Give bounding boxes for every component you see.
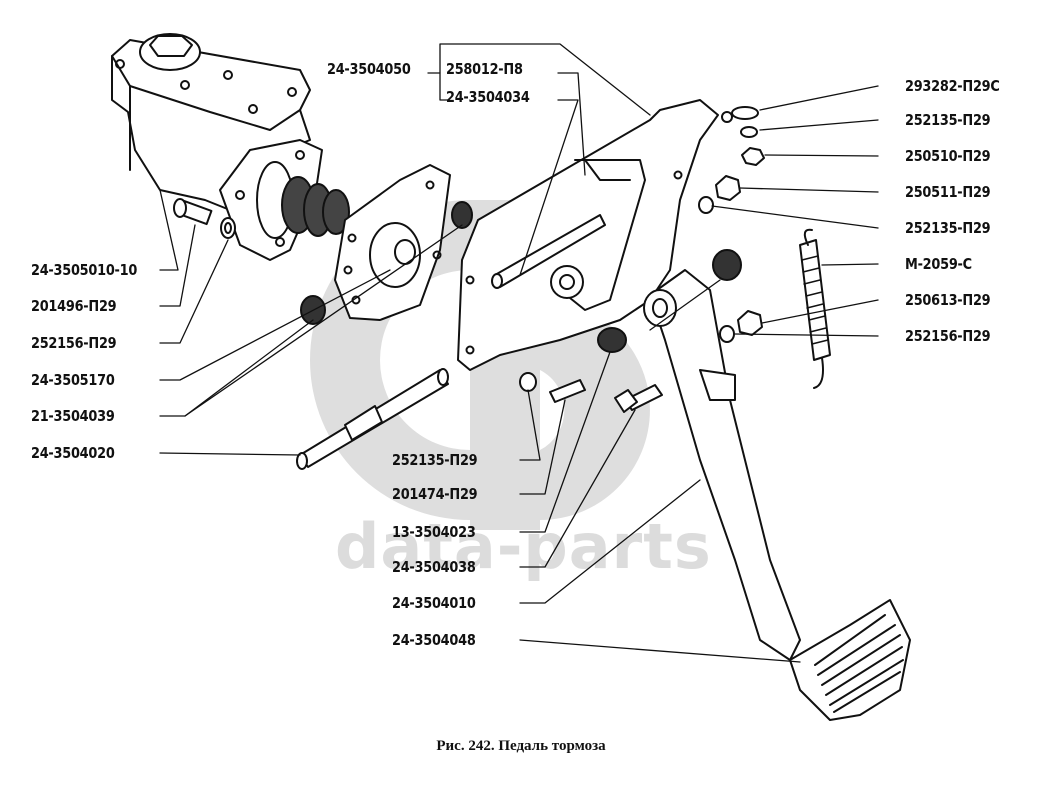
part-label[interactable]: 252135-П29 — [392, 451, 478, 469]
part-label[interactable]: 24-3505170 — [31, 371, 115, 389]
part-label[interactable]: 24-3505010-10 — [31, 261, 138, 279]
part-label[interactable]: 201496-П29 — [31, 297, 117, 315]
part-label[interactable]: 293282-П29С — [905, 77, 1000, 95]
part-label[interactable]: 252156-П29 — [31, 334, 117, 352]
part-label[interactable]: М-2059-С — [905, 255, 972, 273]
watermark-logo-arc-right — [540, 300, 650, 520]
part-label[interactable]: 24-3504020 — [31, 444, 115, 462]
seal-upper — [451, 201, 473, 229]
part-label[interactable]: 250510-П29 — [905, 147, 991, 165]
part-label[interactable]: 24-3504048 — [392, 631, 476, 649]
part-label[interactable]: 252135-П29 — [905, 111, 991, 129]
assembly-member-label[interactable]: 24-3504034 — [446, 88, 530, 106]
bushing-left — [597, 327, 627, 353]
mounting-plate — [334, 164, 451, 321]
watermark-text: data-parts — [335, 510, 712, 583]
pedal-pad — [789, 599, 911, 721]
figure-caption: Рис. 242. Педаль тормоза — [436, 738, 606, 754]
return-spring — [799, 228, 831, 389]
part-label[interactable]: 252156-П29 — [905, 327, 991, 345]
part-label[interactable]: 201474-П29 — [392, 485, 478, 503]
bushing-right — [712, 249, 742, 281]
rubber-boot — [281, 176, 350, 237]
assembly-label[interactable]: 24-3504050 — [327, 60, 411, 78]
part-label[interactable]: 252135-П29 — [905, 219, 991, 237]
part-label[interactable]: 21-3504039 — [31, 407, 115, 425]
assembly-member-label[interactable]: 258012-П8 — [446, 60, 523, 78]
cylinder-bolt — [173, 198, 236, 239]
part-label[interactable]: 24-3504010 — [392, 594, 476, 612]
part-label[interactable]: 250613-П29 — [905, 291, 991, 309]
leader-lines — [159, 43, 879, 663]
part-label[interactable]: 250511-П29 — [905, 183, 991, 201]
pedal-arm — [643, 269, 801, 661]
part-label[interactable]: 13-3504023 — [392, 523, 476, 541]
lower-bolts — [519, 372, 663, 413]
part-label[interactable]: 24-3504038 — [392, 558, 476, 576]
right-fasteners — [698, 106, 765, 343]
push-rod — [296, 368, 449, 470]
